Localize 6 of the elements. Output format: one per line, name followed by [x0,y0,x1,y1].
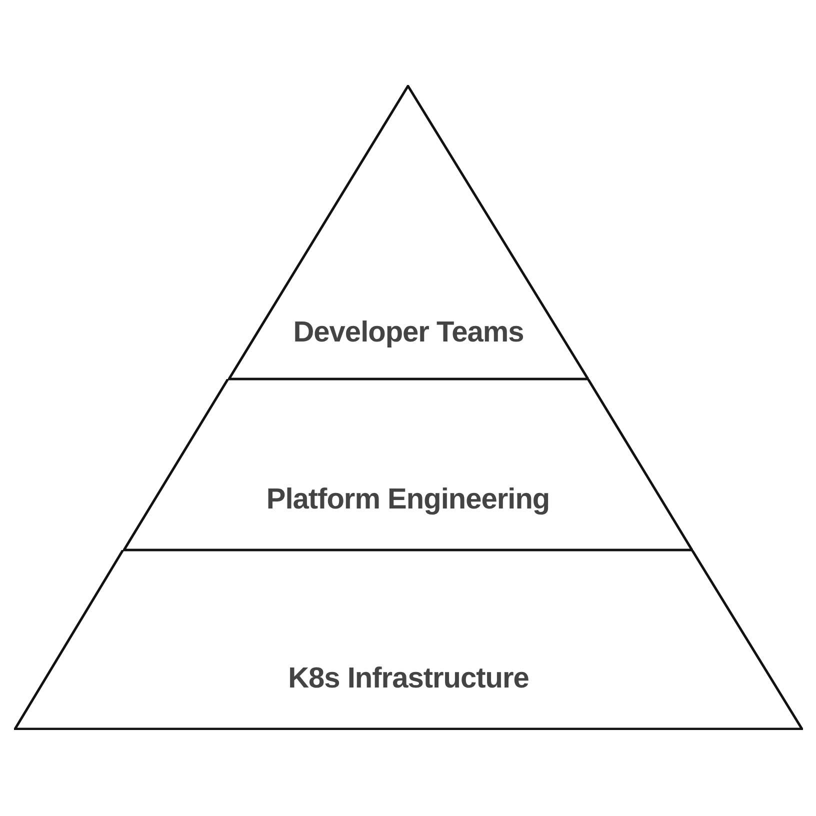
pyramid-tier [228,85,589,379]
pyramid-tier [14,550,803,730]
pyramid-tier [123,379,693,550]
tier-label: Developer Teams [293,315,524,350]
tier-label: K8s Infrastructure [288,661,529,696]
tier-label: Platform Engineering [266,482,550,518]
